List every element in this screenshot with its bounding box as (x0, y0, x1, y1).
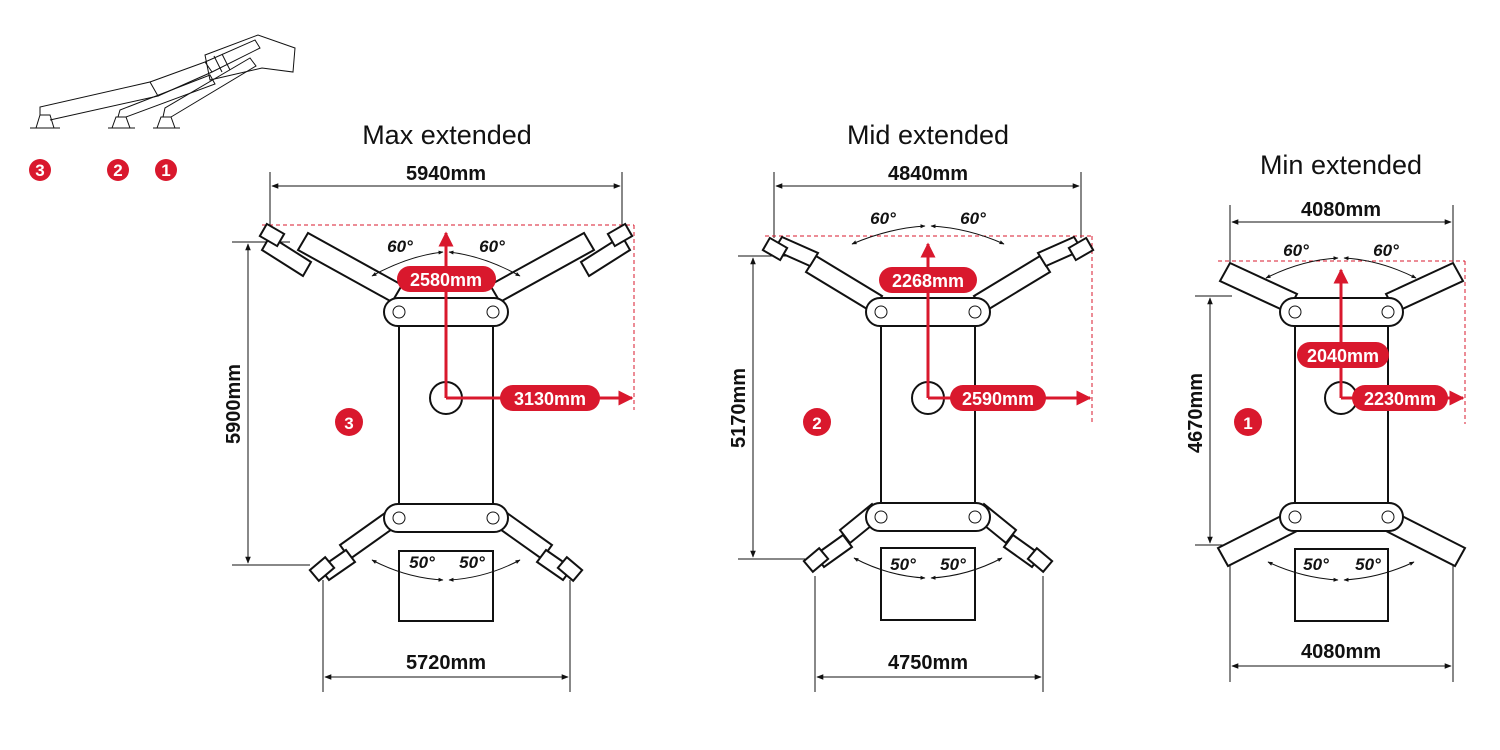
angle-label: 60° (960, 209, 986, 228)
marker-badge-2: 2 (803, 408, 831, 436)
svg-text:3: 3 (344, 414, 353, 433)
marker-badge-3: 3 (335, 408, 363, 436)
height-label: 4670mm (1185, 373, 1207, 453)
top-right-arm (488, 222, 634, 304)
svg-text:2: 2 (113, 161, 122, 180)
marker-badge-1: 1 (155, 159, 177, 181)
angle-label: 60° (387, 237, 413, 256)
bottom-link-bar (1279, 502, 1404, 532)
horizontal-reach-pill (950, 385, 1046, 411)
horizontal-reach-pill (1352, 385, 1448, 411)
angle-label: 50° (1303, 555, 1329, 574)
bottom-width-label: 4750mm (888, 652, 968, 674)
top-width-label: 4840mm (888, 163, 968, 185)
angle-label: 50° (1355, 555, 1381, 574)
bottom-width-label: 5720mm (406, 652, 486, 674)
vertical-reach-label: 2268mm (892, 271, 964, 291)
bottom-link-bar (865, 502, 991, 532)
lift-base-plate (1294, 548, 1389, 622)
top-width-label: 4080mm (1301, 199, 1381, 221)
angle-label: 50° (409, 553, 435, 572)
vertical-reach-pill (1297, 342, 1389, 368)
angle-label: 60° (1283, 241, 1309, 260)
svg-text:3: 3 (35, 161, 44, 180)
diagram-title: Mid extended (847, 120, 1009, 150)
marker-badge-3: 3 (29, 159, 51, 181)
diagram-min-extended: Min extended 4080mm 4670mm 4080mm (1185, 150, 1467, 682)
bottom-link-bar (383, 503, 509, 533)
angle-label: 60° (870, 209, 896, 228)
horizontal-reach-pill (500, 385, 600, 411)
diagram-mid-extended: Mid extended 4840mm 5170mm 4750mm (728, 120, 1095, 692)
angle-label: 50° (940, 555, 966, 574)
angle-label: 50° (890, 555, 916, 574)
height-label: 5170mm (728, 368, 750, 448)
svg-text:1: 1 (1243, 414, 1252, 433)
marker-badge-1: 1 (1234, 408, 1262, 436)
bottom-width-label: 4080mm (1301, 641, 1381, 663)
angle-label: 60° (479, 237, 505, 256)
vertical-reach-pill (879, 267, 977, 293)
angle-label: 50° (459, 553, 485, 572)
svg-text:1: 1 (161, 161, 170, 180)
svg-text:2: 2 (812, 414, 821, 433)
height-label: 5900mm (223, 364, 245, 444)
side-view-markers: 3 2 1 (29, 159, 177, 181)
top-right-arm (972, 235, 1095, 314)
top-width-label: 5940mm (406, 163, 486, 185)
side-view-sketch (30, 34, 296, 129)
vertical-reach-label: 2580mm (410, 270, 482, 290)
diagram-max-extended: Max extended 5940mm 5900mm 5720mm (223, 120, 635, 692)
vertical-reach-pill (397, 266, 496, 292)
angle-label: 60° (1373, 241, 1399, 260)
horizontal-reach-label: 2230mm (1364, 389, 1436, 409)
horizontal-reach-label: 2590mm (962, 389, 1034, 409)
diagram-title: Min extended (1260, 150, 1422, 180)
marker-badge-2: 2 (107, 159, 129, 181)
vertical-reach-label: 2040mm (1307, 346, 1379, 366)
top-left-arm (258, 222, 404, 304)
horizontal-reach-label: 3130mm (514, 389, 586, 409)
diagram-title: Max extended (362, 120, 532, 150)
top-left-arm (761, 235, 884, 314)
